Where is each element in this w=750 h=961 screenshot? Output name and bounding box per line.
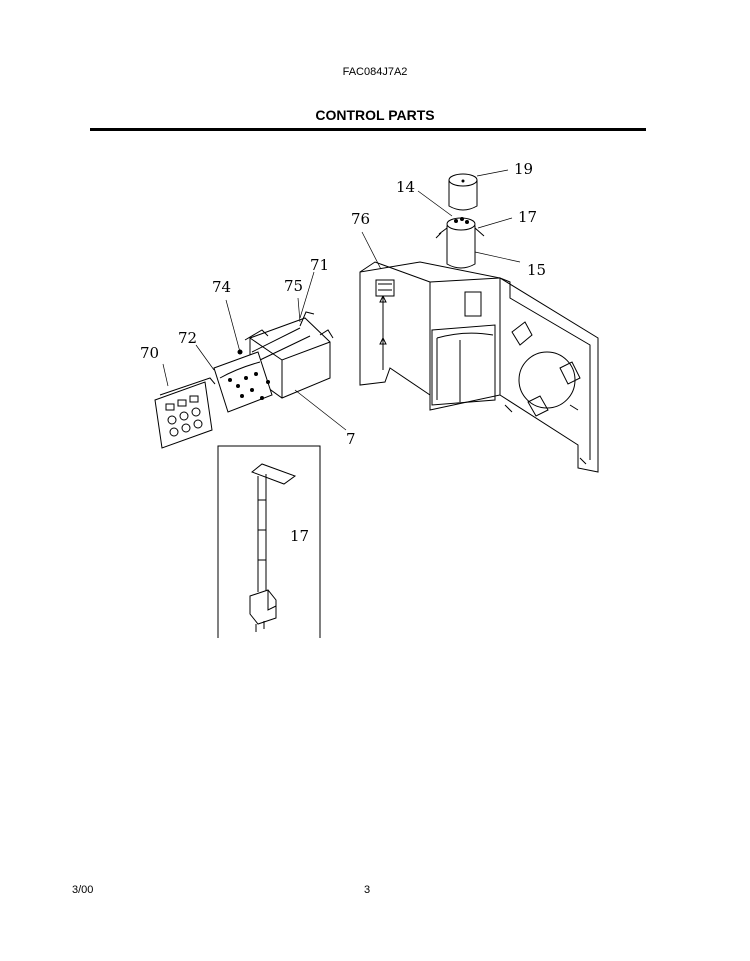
callout-71: 71 (310, 256, 329, 274)
model-number: FAC084J7A2 (342, 66, 408, 78)
power-cord (249, 463, 297, 632)
circuit-board (213, 349, 273, 413)
callout-7: 7 (346, 430, 356, 448)
capacitor-cover (448, 173, 478, 211)
page-number: 3 (364, 884, 371, 896)
section-title: CONTROL PARTS (315, 107, 435, 123)
callout-76: 76 (351, 210, 370, 228)
control-bracket (359, 261, 599, 473)
footer-date: 3/00 (72, 884, 94, 896)
callout-19: 19 (514, 160, 533, 178)
capacitor (435, 217, 485, 269)
callout-72: 72 (178, 329, 197, 347)
callout-15: 15 (527, 261, 546, 279)
callout-14: 14 (396, 178, 415, 196)
callout-17-capacitor-bracket: 17 (518, 208, 537, 226)
callout-75: 75 (284, 277, 303, 295)
power-cord-inset (217, 445, 321, 638)
callout-70: 70 (140, 344, 159, 362)
callout-17-power-cord: 17 (290, 527, 309, 545)
callout-74: 74 (212, 278, 231, 296)
control-panel (154, 377, 216, 449)
header-rule (90, 128, 646, 131)
